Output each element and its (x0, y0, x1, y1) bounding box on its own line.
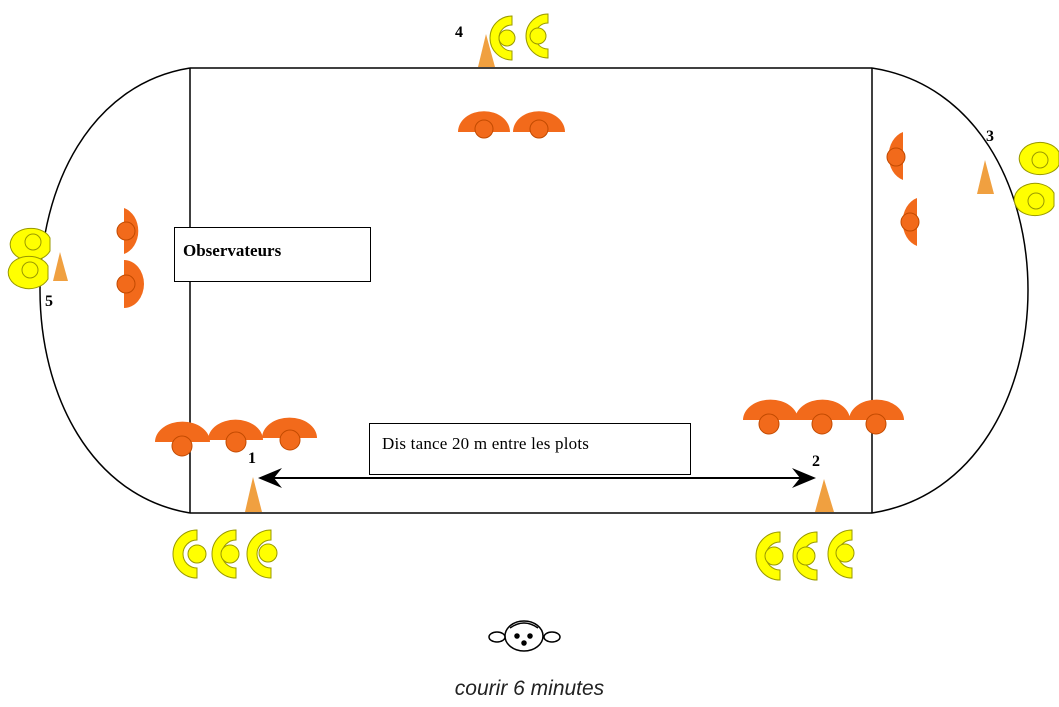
cone-number-4: 4 (455, 24, 463, 41)
observer-icon (208, 419, 263, 453)
runner-icon (172, 529, 207, 579)
distance-label-box: Dis tance 20 m entre les plots (369, 423, 691, 475)
runner-icon (211, 529, 240, 579)
observer-icon (886, 132, 906, 180)
cone-number-3: 3 (986, 128, 994, 145)
observer-icon (795, 399, 850, 435)
observer-icon (116, 260, 144, 308)
runner-icon (525, 13, 549, 59)
left-bend (39, 67, 191, 514)
observer-group-right (886, 132, 920, 246)
runner-group-bottom-left (172, 529, 278, 579)
observer-group-top (458, 111, 565, 139)
observer-icon (513, 111, 565, 139)
distance-label: Dis tance 20 m entre les plots (382, 434, 590, 453)
observer-group-bottom-left (155, 417, 317, 457)
coach-icon (488, 620, 561, 652)
runner-group-top (489, 13, 549, 61)
cone-icon (245, 477, 262, 512)
cone-icon (815, 479, 834, 512)
runner-icon (827, 529, 855, 579)
observers-label-box: Observateurs (174, 227, 371, 282)
runner-group-left (7, 227, 51, 290)
observer-icon (116, 208, 139, 254)
cone-icon (478, 34, 495, 67)
runner-group-right (1013, 141, 1059, 217)
runner-icon (1018, 141, 1059, 176)
track-outline (39, 67, 1029, 514)
observer-icon (262, 417, 317, 451)
observer-icon (900, 198, 920, 246)
right-bend (871, 67, 1029, 514)
runner-icon (7, 255, 49, 290)
runner-icon (755, 531, 784, 581)
caption: courir 6 minutes (454, 677, 605, 700)
runner-icon (246, 529, 278, 579)
runner-icon (489, 15, 516, 61)
cone-number-2: 2 (812, 453, 820, 470)
observer-icon (849, 399, 904, 435)
observer-group-left (116, 208, 144, 308)
runner-icon (792, 531, 818, 581)
observer-icon (743, 399, 798, 435)
observer-group-bottom-right (743, 399, 904, 435)
runner-icon (1013, 182, 1055, 217)
cone-icon (977, 160, 994, 194)
runner-group-bottom-right (755, 529, 855, 581)
observer-icon (458, 111, 510, 139)
observers-label: Observateurs (183, 241, 282, 260)
cone-number-1: 1 (248, 450, 256, 467)
cone-icon (53, 252, 68, 281)
cone-number-5: 5 (45, 293, 53, 310)
runner-icon (9, 227, 51, 262)
observer-icon (155, 421, 210, 457)
